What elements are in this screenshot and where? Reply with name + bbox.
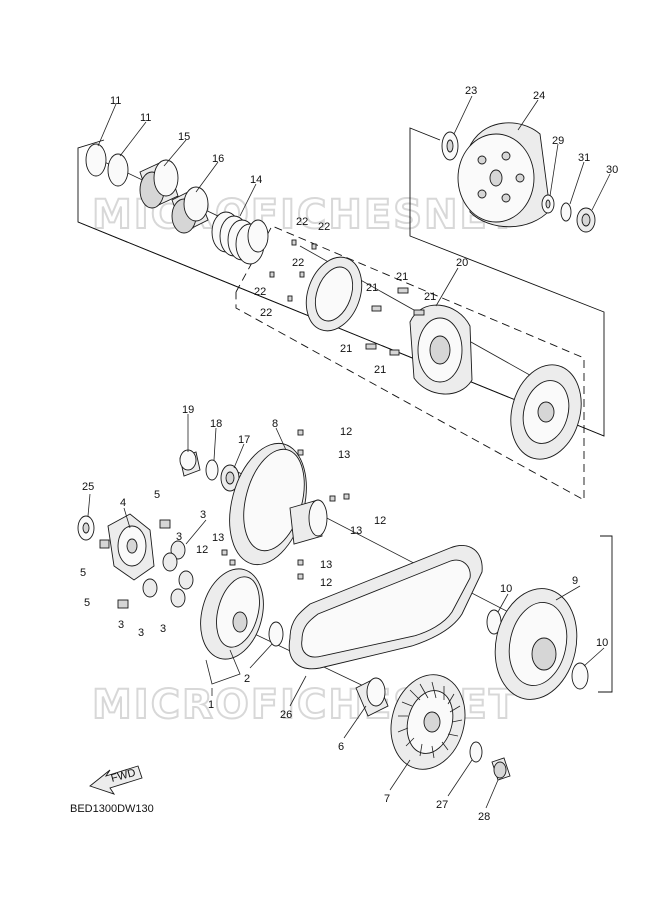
callout-6: 6 [338, 741, 344, 753]
callout-3c: 3 [118, 619, 124, 631]
callout-22a: 22 [296, 216, 308, 228]
callout-28: 28 [478, 811, 490, 823]
callout-25: 25 [82, 481, 94, 493]
nut-30 [576, 207, 596, 233]
callout-22b: 22 [318, 221, 330, 233]
callout-30: 30 [606, 164, 618, 176]
o-ring-2 [268, 621, 284, 647]
callout-10a: 10 [500, 583, 512, 595]
callout-13d: 13 [320, 559, 332, 571]
callout-11b: 11 [140, 112, 151, 124]
primary-sliding-sheave-1 [200, 568, 264, 660]
callout-3a: 3 [200, 509, 206, 521]
callout-23: 23 [465, 85, 477, 97]
callout-2: 2 [244, 673, 250, 685]
callout-18: 18 [210, 418, 222, 430]
o-ring-11-b [107, 153, 129, 187]
weight-rollers-3 [142, 540, 194, 608]
callout-5c: 5 [84, 597, 90, 609]
callout-13a: 13 [338, 449, 350, 461]
pins-22 [269, 239, 317, 302]
callout-19: 19 [182, 404, 194, 416]
callout-29: 29 [552, 135, 564, 147]
callout-3e: 3 [160, 623, 166, 635]
diagram-code: BED1300DW130 [70, 803, 154, 815]
cam-4 [107, 513, 155, 581]
o-ring-11-a [85, 143, 107, 177]
collar-6 [355, 677, 389, 717]
clutch-shoe-assembly [409, 304, 473, 395]
clutch-housing-24 [457, 122, 551, 228]
callout-3b: 3 [176, 531, 182, 543]
clutch-plate-ring [305, 256, 363, 332]
callout-4: 4 [120, 497, 126, 509]
circlip-18 [205, 459, 219, 481]
callout-12d: 12 [320, 577, 332, 589]
callout-11a: 11 [110, 95, 121, 107]
callout-21b: 21 [366, 282, 378, 294]
o-ring-10-b [571, 662, 589, 690]
guide-collar-16 [171, 186, 209, 234]
callout-22e: 22 [260, 307, 272, 319]
callout-5a: 5 [154, 489, 160, 501]
callout-24: 24 [533, 90, 545, 102]
callout-12c: 12 [196, 544, 208, 556]
pins-12-13 [221, 429, 350, 580]
callout-21a: 21 [396, 271, 408, 283]
clutch-subassembly-box [235, 225, 585, 501]
callout-7: 7 [384, 793, 390, 805]
callout-9: 9 [572, 575, 578, 587]
callout-22c: 22 [292, 257, 304, 269]
callout-1: 1 [208, 699, 214, 711]
callout-26: 26 [280, 709, 292, 721]
leader-lines [87, 95, 611, 809]
callout-27: 27 [436, 799, 448, 811]
callout-22d: 22 [254, 286, 266, 298]
callout-20: 20 [456, 257, 468, 269]
washer-27 [469, 741, 483, 763]
callout-13c: 13 [212, 532, 224, 544]
callout-5b: 5 [80, 567, 86, 579]
callout-31: 31 [578, 152, 590, 164]
callout-12b: 12 [374, 515, 386, 527]
secondary-fixed-sheave-8 [229, 442, 328, 566]
bolt-28 [491, 757, 511, 781]
callout-3d: 3 [138, 627, 144, 639]
washer-23 [441, 131, 459, 161]
callout-21c: 21 [424, 291, 436, 303]
callout-21e: 21 [374, 364, 386, 376]
sliders-5 [99, 519, 171, 609]
callout-14: 14 [250, 174, 262, 186]
callout-16: 16 [212, 153, 224, 165]
fan-pulley-7 [390, 674, 466, 770]
guide-collar-15 [139, 159, 179, 209]
callout-10b: 10 [596, 637, 608, 649]
washer-29 [541, 194, 555, 214]
v-belt-26 [288, 545, 483, 670]
callout-labels: 11 11 15 16 14 23 24 29 31 30 22 22 22 2… [80, 85, 618, 823]
forward-direction-arrow-icon: FWD [89, 765, 143, 795]
callout-13b: 13 [350, 525, 362, 537]
washer-31 [560, 202, 572, 222]
secondary-sheave-9 [494, 588, 578, 700]
callout-17: 17 [238, 434, 250, 446]
small-springs-21 [365, 287, 425, 356]
callout-15: 15 [178, 131, 190, 143]
bearing-19 [179, 449, 201, 477]
compression-spring-14 [211, 211, 269, 265]
callout-8: 8 [272, 418, 278, 430]
clutch-carrier-plate [510, 364, 582, 460]
callout-21d: 21 [340, 343, 352, 355]
callout-12a: 12 [340, 426, 352, 438]
washer-25 [77, 515, 95, 541]
